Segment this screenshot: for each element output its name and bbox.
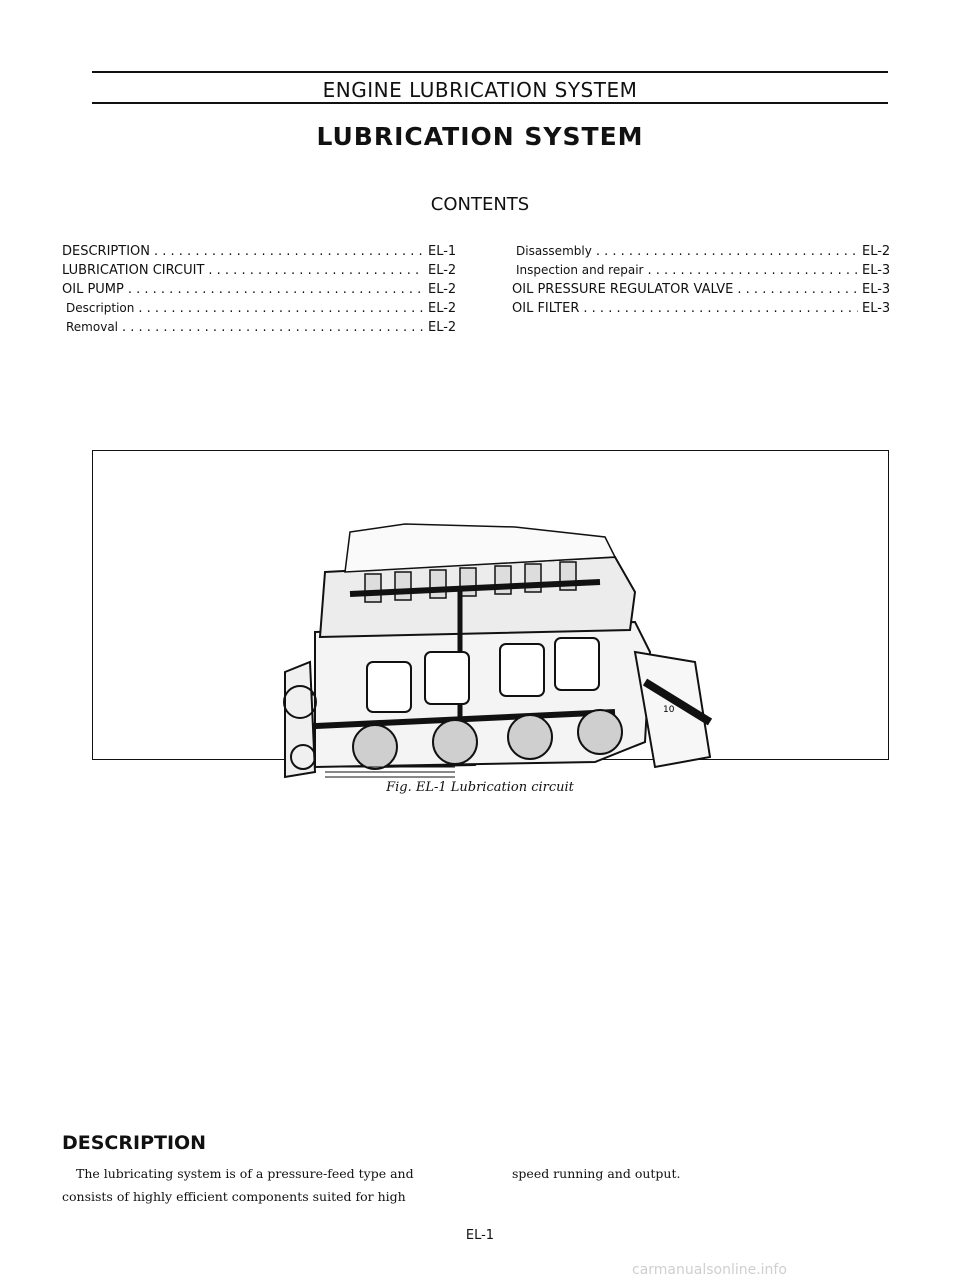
toc-leader-dots	[583, 301, 858, 316]
toc-entry-page: EL-2	[428, 301, 457, 316]
toc-leader-dots	[154, 244, 424, 259]
toc-entry-label: Removal	[66, 320, 119, 334]
description-paragraph-continued: speed running and output.	[512, 1166, 681, 1181]
toc-entry: OIL FILTER EL-3	[512, 301, 896, 320]
toc-entry-label: Disassembly	[516, 244, 592, 258]
toc-entry-label: LUBRICATION CIRCUIT	[62, 263, 205, 278]
figure-marker-label: 10	[663, 705, 675, 715]
toc-entry: OIL PRESSURE REGULATOR VALVE EL-3	[512, 282, 896, 301]
toc-entry: LUBRICATION CIRCUIT EL-2	[62, 263, 462, 282]
toc-entry: Description EL-2	[62, 301, 462, 320]
engine-lubrication-illustration: 10	[283, 523, 713, 779]
contents-heading: CONTENTS	[430, 194, 530, 215]
toc-entry-page: EL-3	[862, 301, 891, 316]
toc-entry: DESCRIPTION EL-1	[62, 244, 462, 263]
description-line-1: The lubricating system is of a pressure-…	[76, 1166, 414, 1181]
description-heading: DESCRIPTION	[62, 1132, 207, 1154]
toc-entry-page: EL-2	[428, 263, 457, 278]
header-bottom-rule	[92, 102, 888, 104]
toc-entry: Removal EL-2	[62, 320, 462, 339]
figure-caption: Fig. EL-1 Lubrication circuit	[386, 780, 574, 795]
description-paragraph: The lubricating system is of a pressure-…	[62, 1162, 482, 1208]
toc-entry-label: OIL PRESSURE REGULATOR VALVE	[512, 282, 734, 297]
toc-entry: Inspection and repair EL-3	[512, 263, 896, 282]
toc-leader-dots	[647, 263, 858, 278]
toc-leader-dots	[596, 244, 858, 259]
toc-entry: Disassembly EL-2	[512, 244, 896, 263]
toc-leader-dots	[737, 282, 858, 297]
header-top-rule	[92, 71, 888, 73]
toc-entry-page: EL-2	[862, 244, 891, 259]
toc-entry-page: EL-1	[428, 244, 457, 259]
page-title: LUBRICATION SYSTEM	[316, 122, 644, 151]
page-number: EL-1	[465, 1228, 495, 1243]
toc-entry-page: EL-2	[428, 320, 457, 335]
toc-entry-label: OIL FILTER	[512, 301, 580, 316]
toc-entry-page: EL-3	[862, 282, 891, 297]
toc-entry-label: Inspection and repair	[516, 263, 644, 277]
toc-entry-label: Description	[66, 301, 135, 315]
toc-entry: OIL PUMP EL-2	[62, 282, 462, 301]
toc-entry-label: OIL PUMP	[62, 282, 124, 297]
toc-leader-dots	[128, 282, 424, 297]
toc-entry-page: EL-2	[428, 282, 457, 297]
watermark: carmanualsonline.info	[632, 1262, 787, 1278]
toc-leader-dots	[122, 320, 424, 335]
description-line-2: consists of highly efficient components …	[62, 1189, 406, 1204]
toc-leader-dots	[138, 301, 424, 316]
toc-leader-dots	[208, 263, 424, 278]
section-title: ENGINE LUBRICATION SYSTEM	[322, 78, 638, 102]
toc-entry-label: DESCRIPTION	[62, 244, 150, 259]
toc-entry-page: EL-3	[862, 263, 891, 278]
